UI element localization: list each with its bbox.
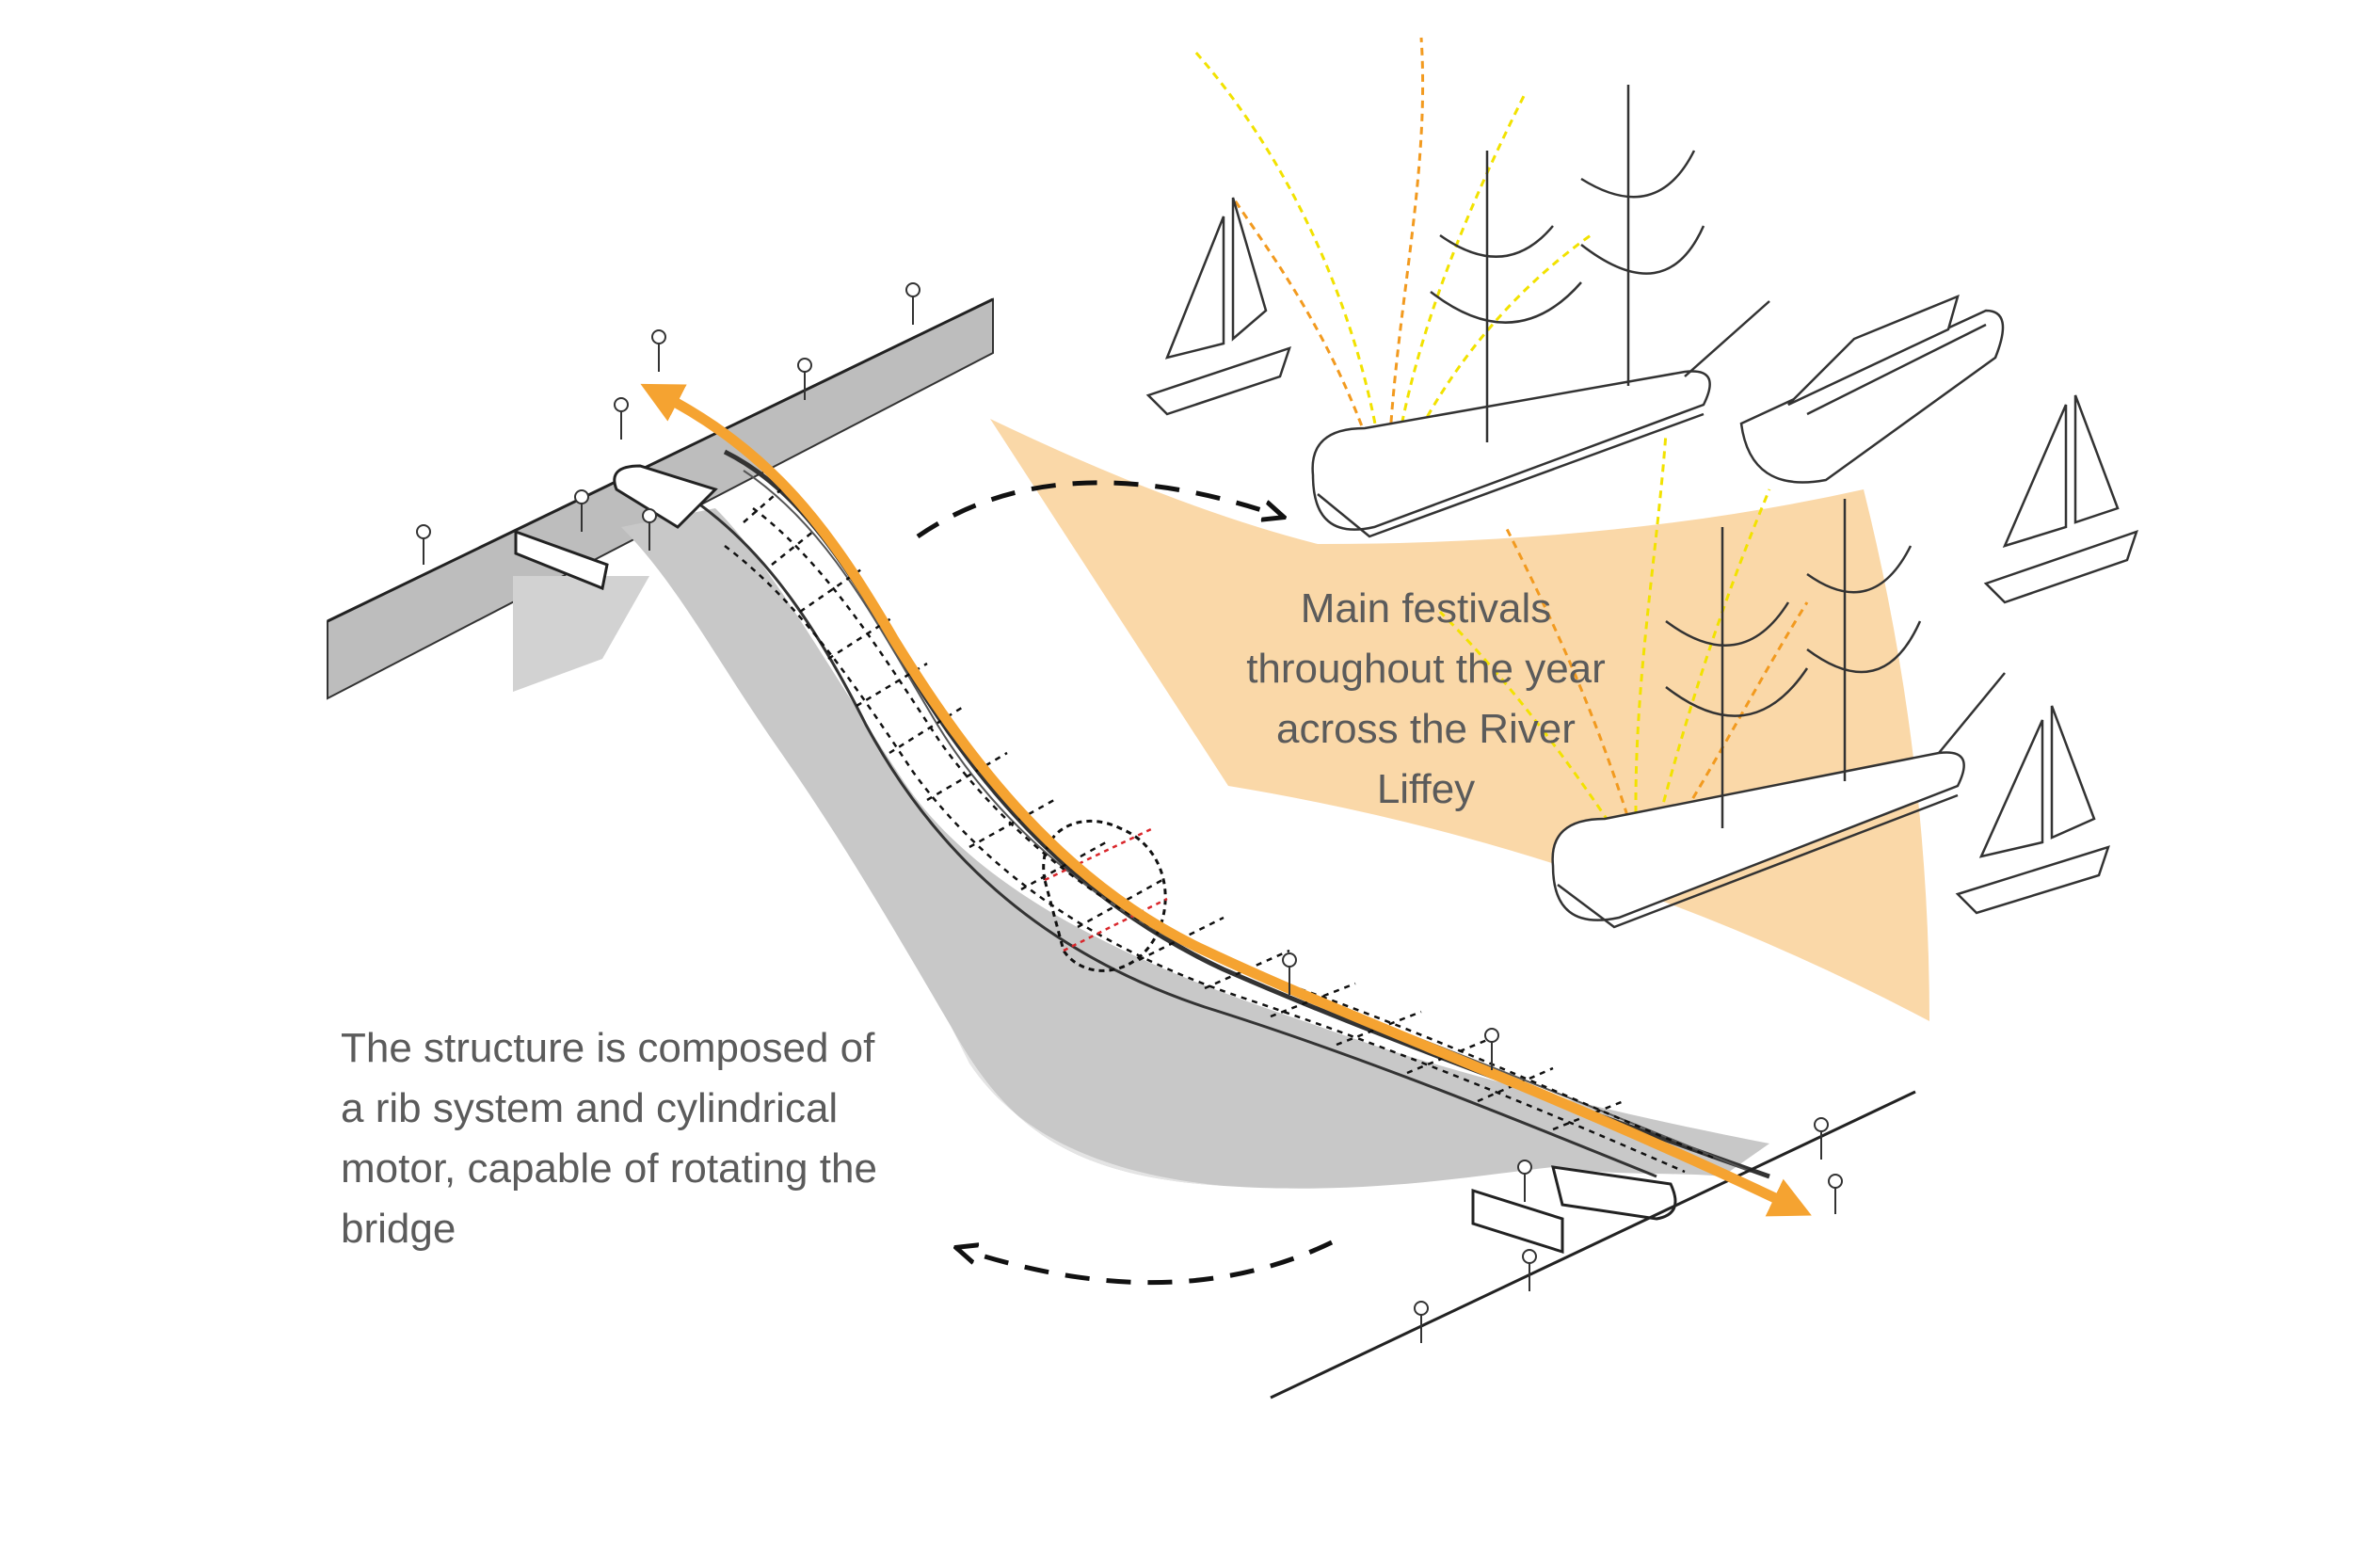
festival-caption: Main festivals throughout the year acros…: [1246, 585, 1606, 812]
rotate-arrow-bottom: [969, 1240, 1334, 1286]
motor-yacht: [1739, 294, 2005, 484]
sailboat-icon: [1955, 705, 2110, 915]
person-icon: [416, 282, 1843, 1343]
sailboat-icon: [1983, 394, 2138, 604]
structure-caption: The structure is composed of a rib syste…: [341, 1025, 877, 1252]
route-arrow: [640, 383, 1812, 1217]
rotate-arrow-top: [916, 480, 1271, 539]
sailboat-icon: [1145, 197, 1291, 416]
tall-ship-upper: [1311, 85, 1770, 538]
tall-ship-lower: [1551, 499, 2006, 929]
south-landing: [1471, 1165, 1677, 1255]
fireworks: [1193, 37, 1809, 867]
